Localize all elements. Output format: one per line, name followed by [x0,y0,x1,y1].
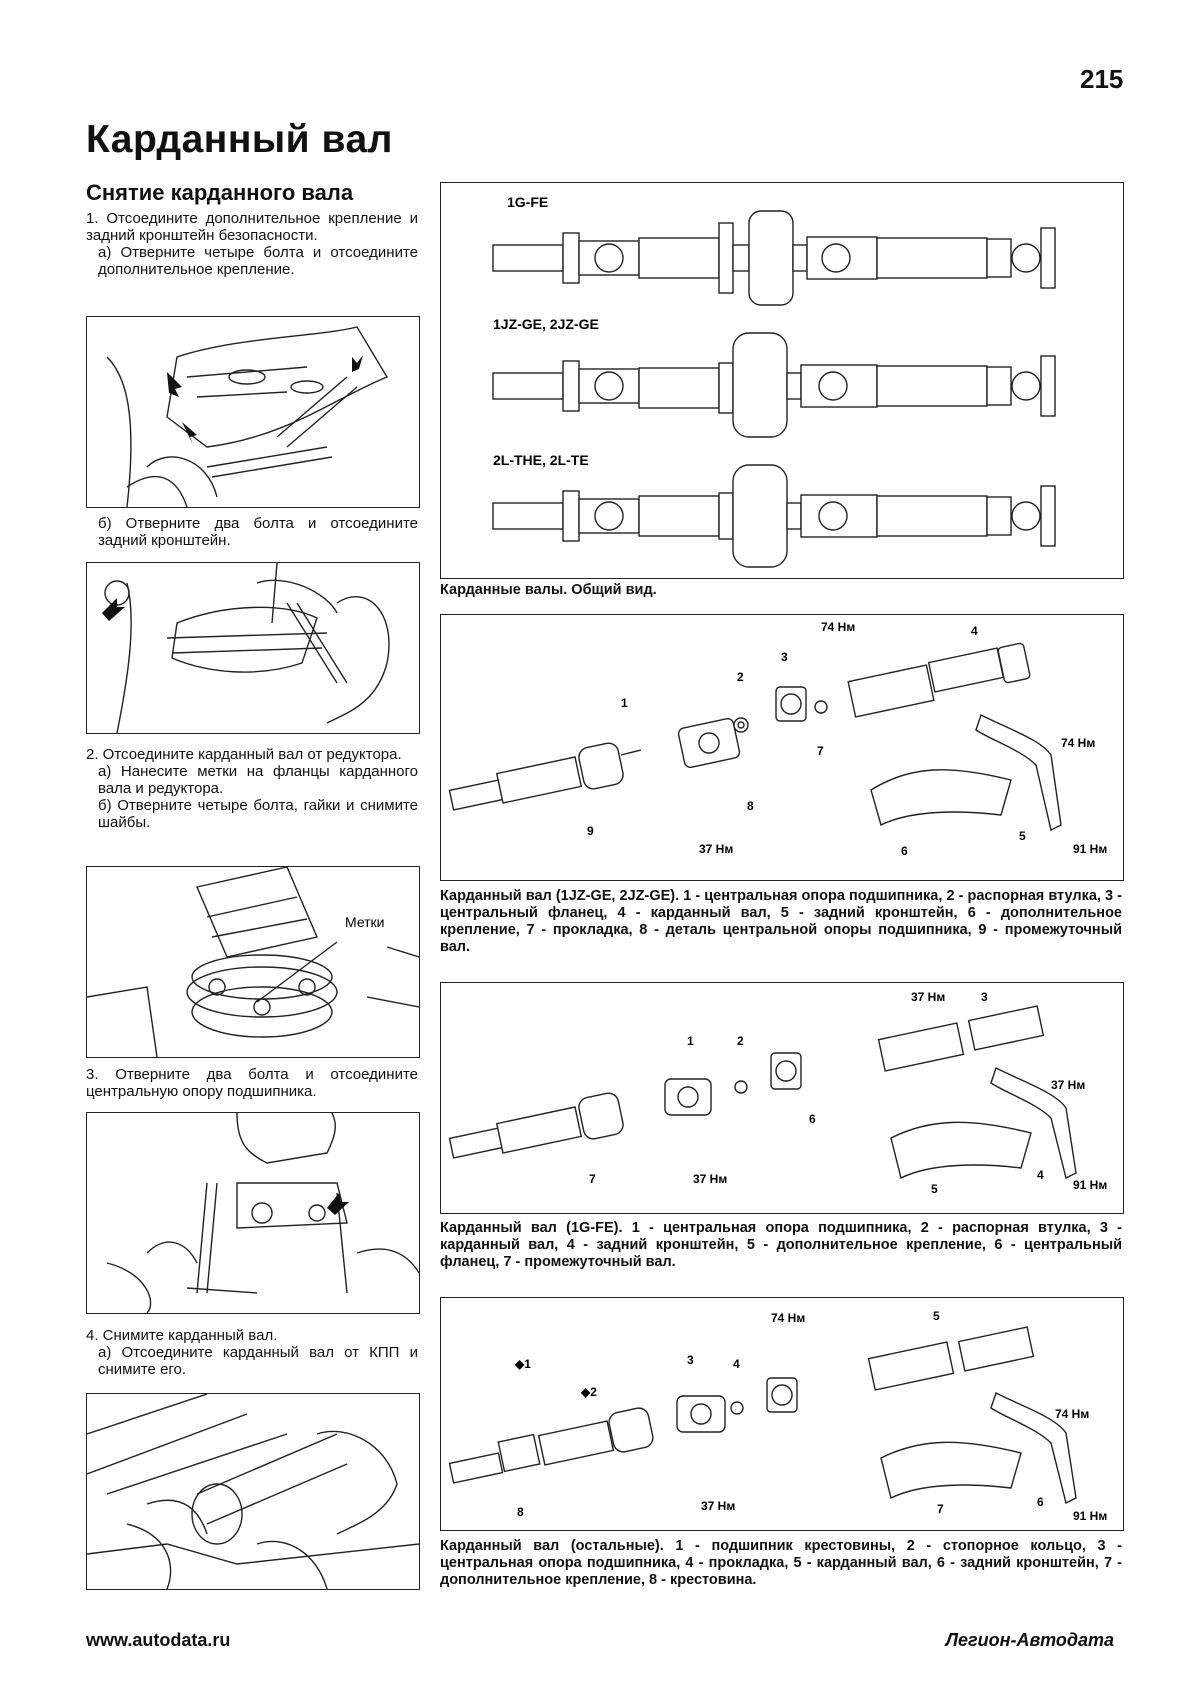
diagram-other: ◆1 ◆2 3 4 5 6 7 8 74 Нм 74 Нм 37 Нм 91 Н… [440,1297,1124,1531]
diagram-1jz-2jz: 1 2 3 4 5 6 7 8 9 74 Нм 74 Нм 37 Нм 91 Н… [440,614,1124,881]
torque-91: 91 Нм [1073,842,1107,856]
step-1b-block: б) Отверните два болта и отсоедините зад… [86,515,418,549]
num-5: 5 [1019,829,1026,843]
num-7: 7 [817,744,824,758]
marks-label: Метки [345,914,385,930]
num-2: 2 [737,670,744,684]
torque-91: 91 Нм [1073,1178,1107,1192]
figure-general-view: 1G-FE 1JZ-GE, 2JZ-GE 2L-THE, 2L-TE [440,182,1124,579]
torque-91: 91 Нм [1073,1509,1107,1523]
step-2-text: 2. Отсоедините карданный вал от редуктор… [86,746,402,763]
torque-37-right: 37 Нм [1051,1078,1085,1092]
num-6: 6 [901,844,908,858]
torque-37-top: 37 Нм [911,990,945,1004]
num-5: 5 [931,1182,938,1196]
num-3: 3 [781,650,788,664]
step-2-block: 2. Отсоедините карданный вал от редуктор… [86,746,418,831]
label-2l-the: 2L-THE, 2L-TE [493,452,589,468]
step-4-block: 4. Снимите карданный вал. а) Отсоедините… [86,1327,418,1378]
num-2: 2 [737,1034,744,1048]
num-5: 5 [933,1309,940,1323]
step-1-block: 1. Отсоедините дополнительное крепление … [86,210,418,278]
num-6: 6 [809,1112,816,1126]
num-2: ◆2 [580,1385,597,1399]
num-4: 4 [971,624,978,638]
page-title: Карданный вал [86,118,393,161]
num-7: 7 [589,1172,596,1186]
torque-74-top: 74 Нм [771,1311,805,1325]
num-3: 3 [687,1353,694,1367]
label-1g-fe: 1G-FE [507,194,548,210]
caption-other: Карданный вал (остальные). 1 - подшипник… [440,1538,1122,1588]
caption-general-view: Карданные валы. Общий вид. [440,582,657,598]
step-3-block: 3. Отверните два болта и отсоедините цен… [86,1066,418,1100]
torque-37-bottom: 37 Нм [693,1172,727,1186]
torque-74-right: 74 Нм [1061,736,1095,750]
num-8: 8 [747,799,754,813]
num-6: 6 [1037,1495,1044,1509]
torque-74-top: 74 Нм [821,620,855,634]
step-1b-text: б) Отверните два болта и отсоедините зад… [98,515,418,549]
num-1: ◆1 [514,1357,531,1371]
shaft-1g-fe [492,210,1056,306]
photo-step-1b [86,562,420,734]
step-2a-text: а) Нанесите метки на фланцы карданного в… [98,763,418,797]
num-7: 7 [937,1502,944,1516]
num-4: 4 [733,1357,740,1371]
step-3-text: 3. Отверните два болта и отсоедините цен… [86,1066,418,1100]
page-number: 215 [1080,64,1124,94]
caption-1jz-2jz: Карданный вал (1JZ-GE, 2JZ-GE). 1 - цент… [440,888,1122,955]
photo-step-1a [86,316,420,508]
photo-step-2: Метки [86,866,420,1058]
num-1: 1 [687,1034,694,1048]
torque-37: 37 Нм [701,1499,735,1513]
step-4a-text: а) Отсоедините карданный вал от КПП и сн… [98,1344,418,1378]
caption-1g-fe: Карданный вал (1G-FE). 1 - центральная о… [440,1220,1122,1270]
step-1-text: 1. Отсоедините дополнительное крепление … [86,210,418,244]
num-9: 9 [587,824,594,838]
shaft-1jz-2jz [492,332,1056,438]
num-4: 4 [1037,1168,1044,1182]
num-1: 1 [621,696,628,710]
label-1jz-2jz: 1JZ-GE, 2JZ-GE [493,316,599,332]
section-title: Снятие карданного вала [86,180,354,205]
torque-37: 37 Нм [699,842,733,856]
photo-step-3 [86,1112,420,1314]
diagram-1g-fe: 1 2 3 4 5 6 7 37 Нм 37 Нм 37 Нм 91 Нм [440,982,1124,1214]
photo-step-4 [86,1393,420,1590]
torque-74-right: 74 Нм [1055,1407,1089,1421]
step-4-text: 4. Снимите карданный вал. [86,1327,278,1344]
footer-publisher: Легион-Автодата [945,1630,1114,1650]
num-3: 3 [981,990,988,1004]
shaft-2l-the [492,464,1056,568]
footer-website: www.autodata.ru [86,1630,231,1650]
num-8: 8 [517,1505,524,1519]
step-2b-text: б) Отверните четыре болта, гайки и сними… [98,797,418,831]
step-1a-text: а) Отверните четыре болта и отсоедините … [98,244,418,278]
